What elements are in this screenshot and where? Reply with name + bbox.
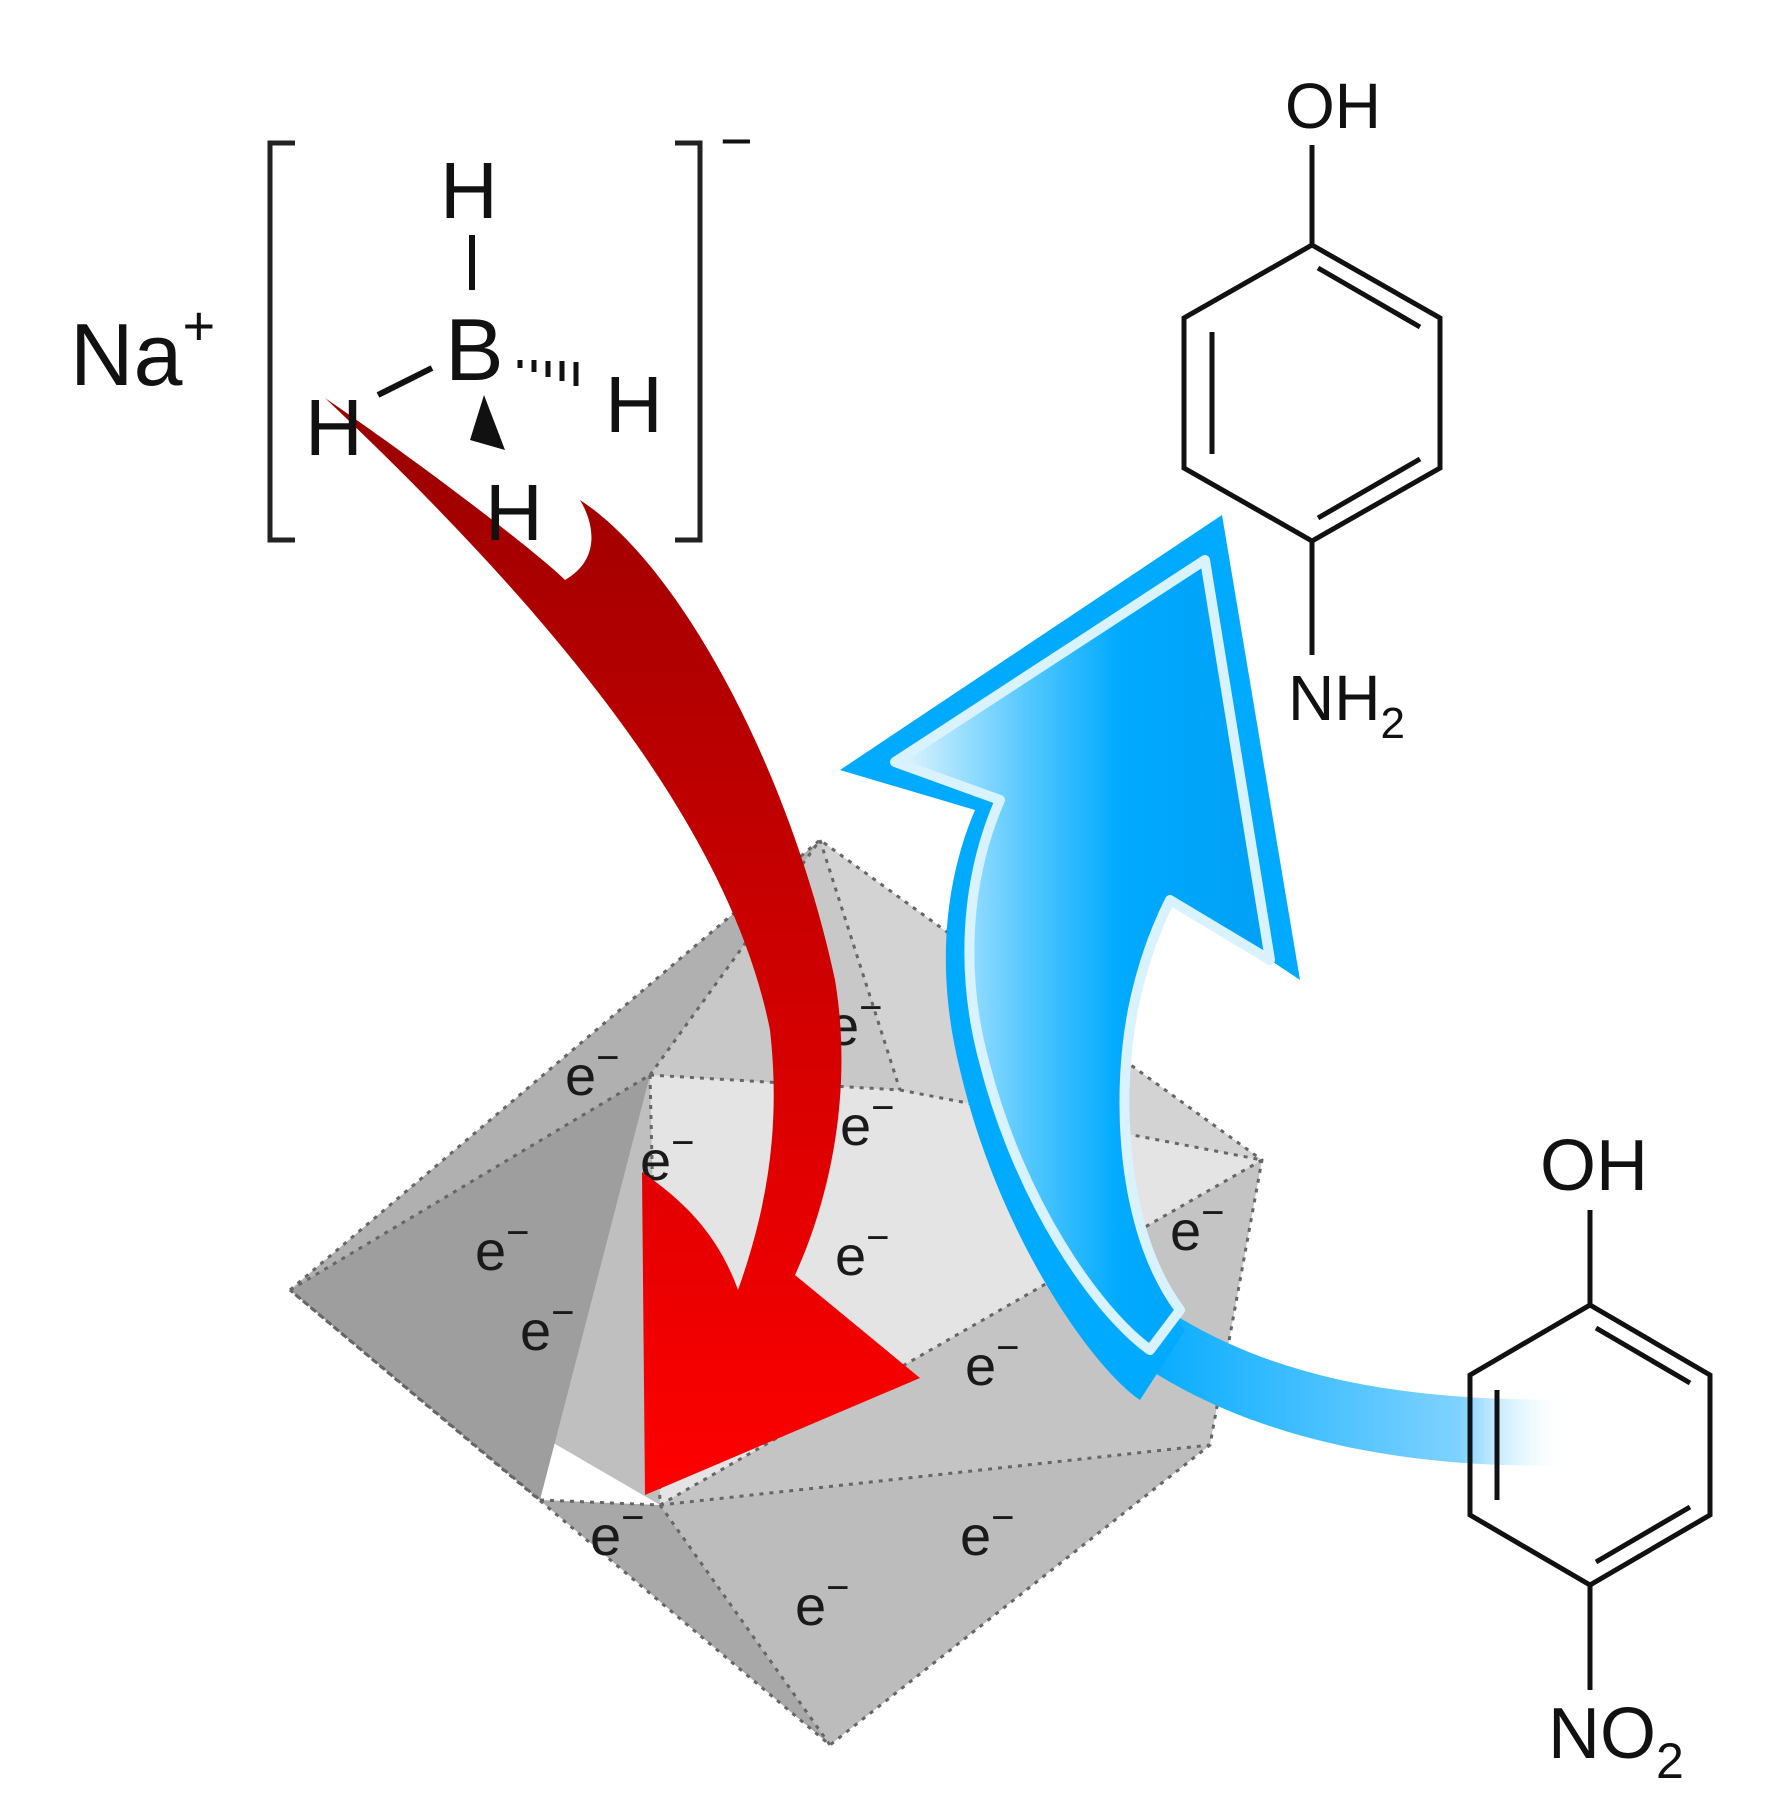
electron-label: e− [475, 1211, 530, 1282]
sodium-cation: Na+ [70, 294, 215, 404]
product-amine-label: NH2 [1288, 662, 1405, 748]
electron-label: e− [795, 1566, 850, 1637]
sodium-borohydride-structure: Na+ − B H H H H [70, 109, 753, 557]
electron-label: e− [565, 1036, 620, 1107]
electron-label: e− [960, 1496, 1015, 1567]
electron-label: e− [840, 1086, 895, 1157]
substrate-hydroxyl-label: OH [1540, 1126, 1648, 1206]
electron-label: e− [590, 1496, 645, 1567]
anion-charge: − [720, 109, 753, 172]
left-bracket [267, 140, 295, 543]
product-hydroxyl-label: OH [1285, 70, 1381, 142]
substrate-nitro-label: NO2 [1548, 1694, 1684, 1789]
boron-atom: B [445, 300, 504, 399]
electron-labels: e− e− e− e− e− e− e− e− e− e− e− e− [475, 986, 1225, 1637]
right-bracket [675, 140, 703, 543]
electron-label: e− [965, 1326, 1020, 1397]
hydrogen-bottom: H [485, 468, 543, 557]
nitrophenol-structure: OH NO2 [1467, 1126, 1713, 1789]
reduction-arrow-icon [840, 515, 1570, 1466]
aminophenol-structure: OH NH2 [1181, 70, 1443, 748]
hydrogen-top: H [440, 146, 498, 235]
electron-label: e− [835, 1216, 890, 1287]
hydrogen-left: H [305, 383, 363, 472]
hydrogen-right: H [605, 360, 663, 449]
electron-label: e− [520, 1291, 575, 1362]
hydride-transfer-arrow-icon [325, 398, 920, 1495]
electron-label: e− [1170, 1191, 1225, 1262]
